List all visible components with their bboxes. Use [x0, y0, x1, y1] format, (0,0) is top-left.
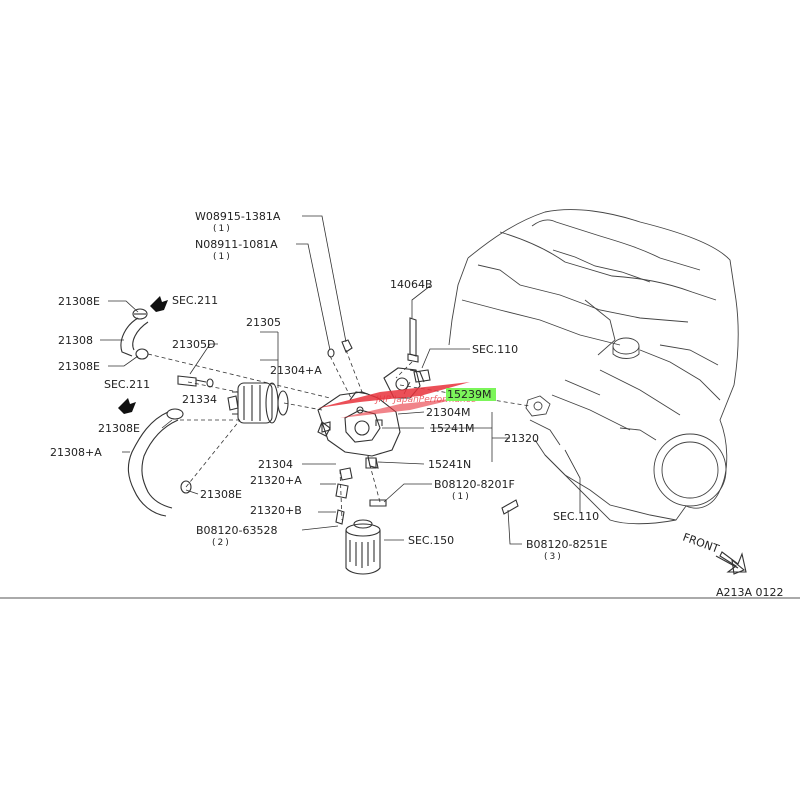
label-sec150: SEC.150 — [408, 534, 454, 547]
label-b08120-63528: B08120-63528 — [196, 524, 278, 537]
label-21308e-c: 21308E — [98, 422, 140, 435]
label-21334: 21334 — [182, 393, 217, 406]
label-21308e-b: 21308E — [58, 360, 100, 373]
label-b08120-8201f: B08120-8201F — [434, 478, 515, 491]
oil-cooler — [232, 382, 289, 424]
label-21305: 21305 — [246, 316, 281, 329]
dashed-lines — [147, 349, 531, 521]
qty-b08120-8251e: (3) — [544, 552, 563, 562]
stud-14064b — [407, 317, 431, 383]
label-15239m: 15239M — [447, 388, 491, 401]
label-15241n: 15241N — [428, 458, 471, 471]
label-sec211-a: SEC.211 — [172, 294, 218, 307]
label-21308e-a: 21308E — [58, 295, 100, 308]
hose-lower — [127, 408, 192, 517]
front-arrow-icon — [719, 551, 747, 573]
label-sec110-bottom: SEC.110 — [553, 510, 599, 523]
qty-b08120-63528: (2) — [212, 538, 231, 548]
label-21304a: 21304+A — [270, 364, 322, 377]
label-sec110-top: SEC.110 — [472, 343, 518, 356]
label-sec211-b: SEC.211 — [104, 378, 150, 391]
oil-cooler-bracket — [317, 391, 401, 469]
watermark-text: JHP JapanPerformance — [374, 395, 477, 405]
top-washers — [327, 339, 353, 358]
engine-block — [448, 209, 739, 525]
label-14064b: 14064B — [390, 278, 433, 291]
label-21305d: 21305D — [172, 338, 215, 351]
label-21308e-d: 21308E — [200, 488, 242, 501]
highlight-15239m — [446, 388, 496, 401]
label-21320a: 21320+A — [250, 474, 302, 487]
cooler-bolts — [177, 375, 239, 411]
qty-b08120-8201f: (1) — [452, 492, 471, 502]
qty-w08915: (1) — [213, 224, 232, 234]
bottom-bolts — [321, 419, 519, 525]
front-label: FRONT — [681, 531, 721, 556]
label-21308a: 21308+A — [50, 446, 102, 459]
label-b08120-8251e: B08120-8251E — [526, 538, 608, 551]
leader-lines — [100, 215, 581, 545]
qty-n08911: (1) — [213, 252, 232, 262]
label-21304: 21304 — [258, 458, 293, 471]
label-21320: 21320 — [504, 432, 539, 445]
hose-upper — [120, 308, 149, 360]
oil-filter — [345, 519, 381, 575]
label-w08915-1381a: W08915-1381A — [195, 210, 281, 223]
label-n08911-1081a: N08911-1081A — [195, 238, 278, 251]
ref-code: A213A 0122 — [716, 586, 784, 599]
label-21320b: 21320+B — [250, 504, 302, 517]
label-15241m: 15241M — [430, 422, 474, 435]
label-21304m: 21304M — [426, 406, 470, 419]
watermark-logo — [318, 382, 470, 418]
label-21308: 21308 — [58, 334, 93, 347]
